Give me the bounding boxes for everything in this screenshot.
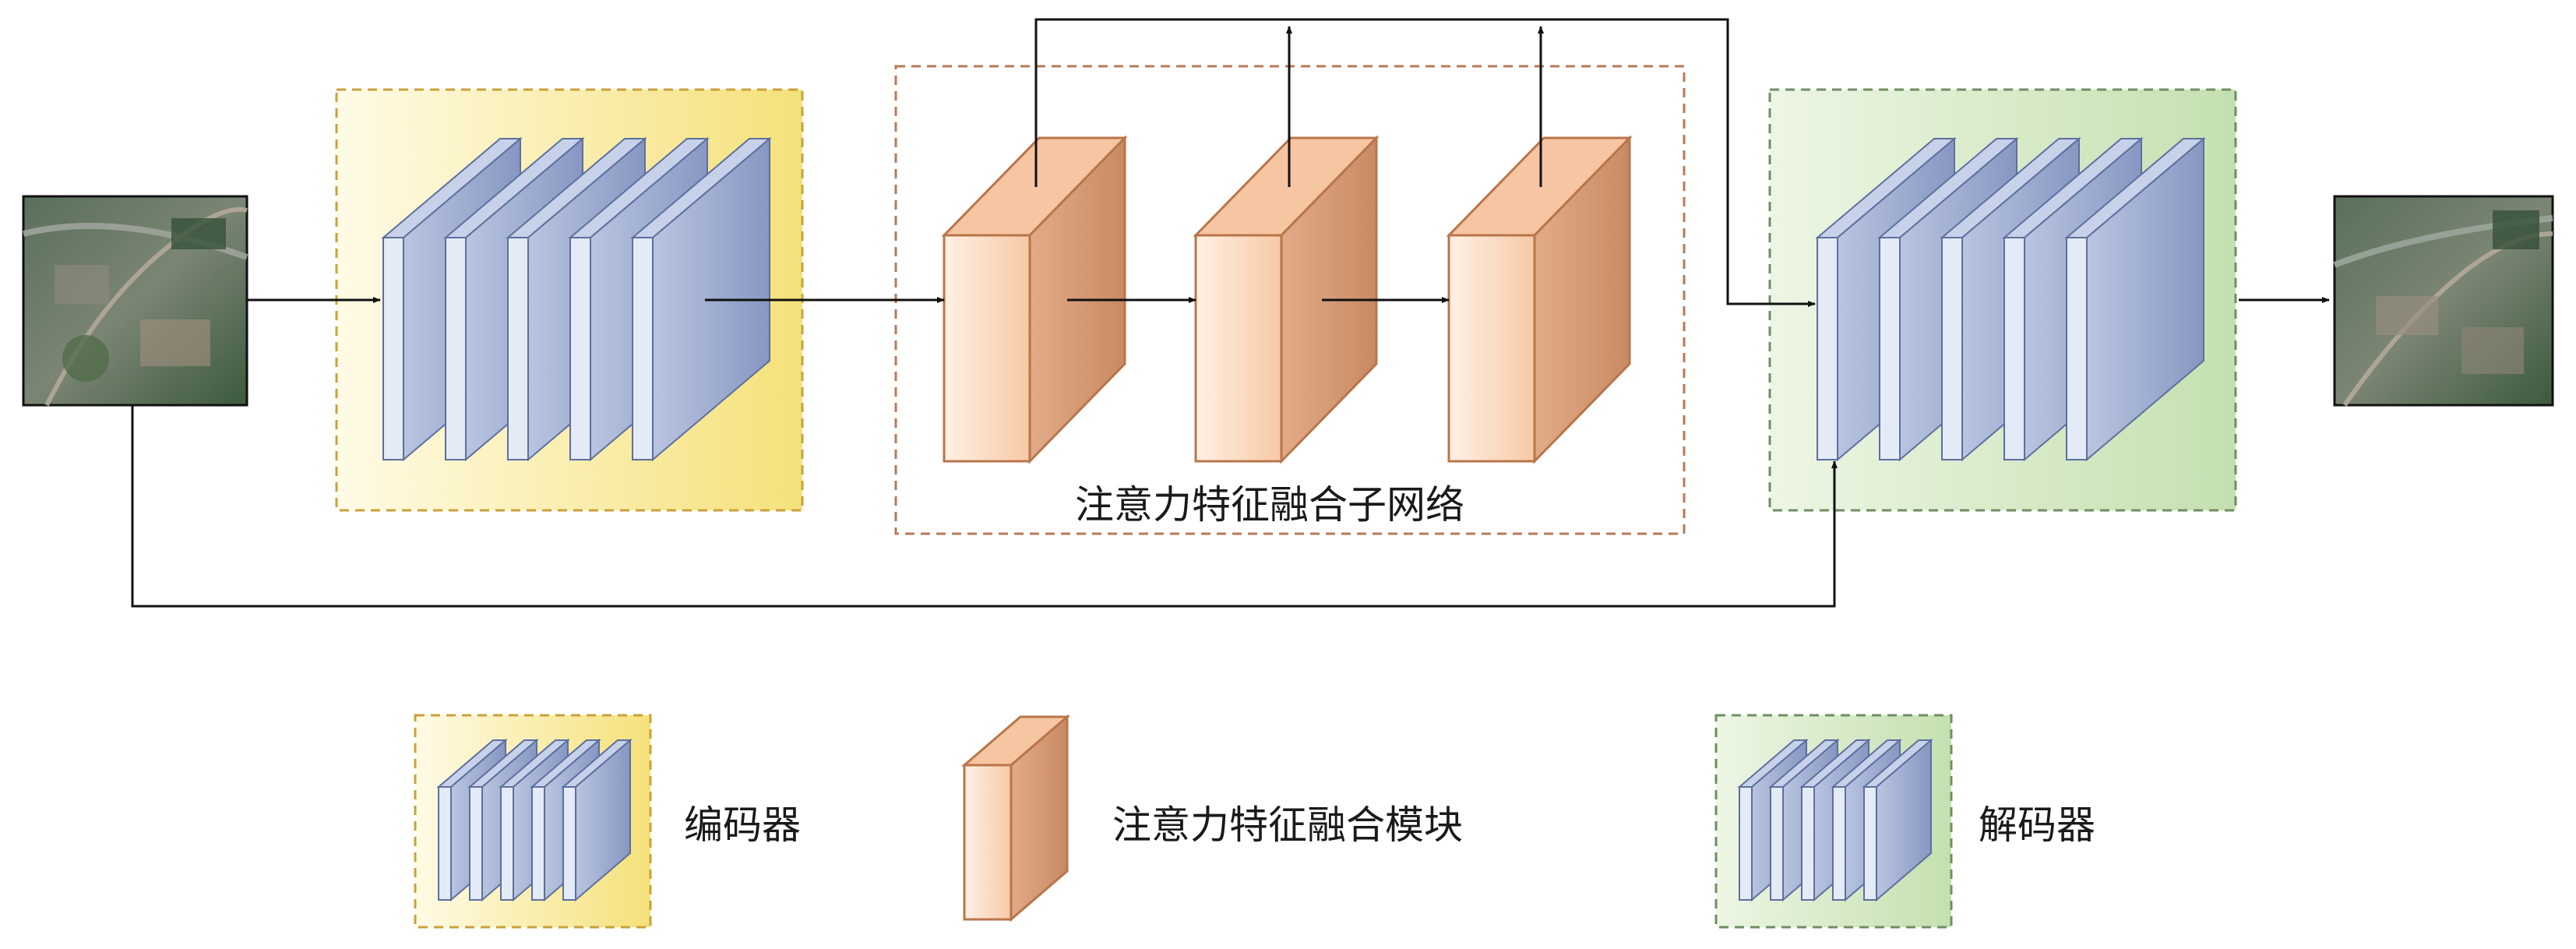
legend-encoder-label: 编码器 [684,803,801,848]
encoder-layers [381,136,772,462]
aerial-image-icon [23,206,248,407]
legend-encoder-layer [561,738,633,902]
arrow-skip-input-to-decoder [131,405,1838,608]
aerial-image-icon [2333,210,2553,407]
legend-decoder-layer [1862,738,1933,902]
legend-attention-cube [960,714,1071,923]
attention-cubes [941,135,1633,464]
decoder-layer [2064,136,2206,462]
legend-encoder-layers [436,738,633,902]
arrow-skip-attention-to-decoder [1034,18,1816,307]
decoder-layers [1815,136,2206,462]
legend-decoder-label: 解码器 [1979,803,2095,848]
input-image [22,195,248,407]
legend: 编码器 注意力特征融合模块 解码器 [414,714,2095,929]
output-image [2333,195,2554,407]
subnet-label: 注意力特征融合子网络 [1075,482,1464,527]
legend-cube-shape [960,714,1071,923]
attention-cube-3 [1446,135,1633,464]
legend-attention-label: 注意力特征融合模块 [1112,803,1463,848]
legend-decoder-layers [1737,738,1933,902]
connectors [131,18,2330,608]
